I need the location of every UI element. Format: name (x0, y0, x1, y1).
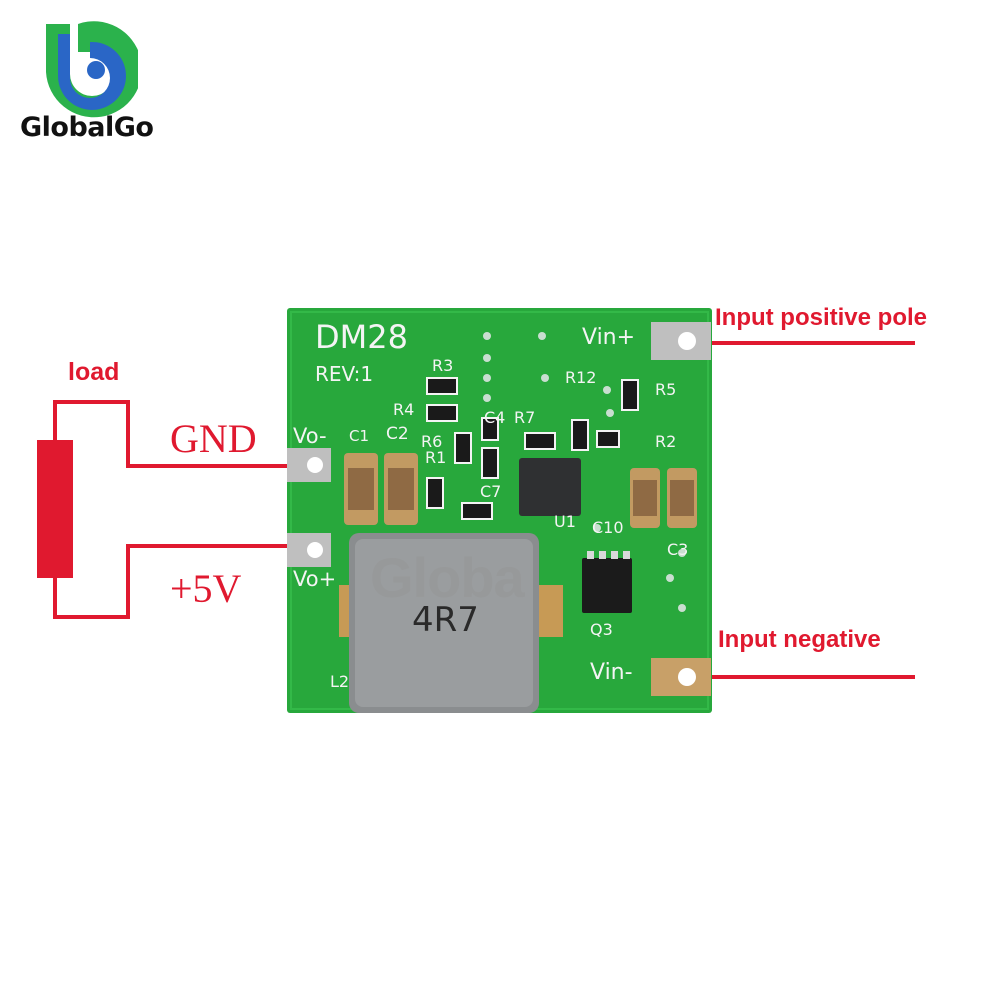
component-label: R5 (655, 380, 677, 399)
component-label: R3 (432, 356, 454, 375)
input-positive-label: Input positive pole (715, 304, 928, 331)
pin-pads (287, 322, 711, 696)
load-label: load (68, 358, 120, 386)
component-label: U1 (554, 512, 576, 531)
pcb-board (287, 308, 712, 713)
component-label: C3 (667, 540, 689, 559)
globalgo-logo-icon (46, 21, 138, 118)
pin-label-vin-pos: Vin+ (582, 325, 636, 350)
input-negative-label: Input negative (718, 626, 881, 653)
board-model: DM28 (315, 318, 408, 356)
inductor-marking: 4R7 (412, 600, 479, 640)
pin-label-vo-neg: Vo- (293, 424, 327, 448)
component-label: C2 (386, 424, 409, 444)
component-label: C4 (484, 408, 506, 427)
board-revision: REV:1 (315, 362, 374, 386)
plus5v-label: +5V (170, 566, 242, 611)
component-label: C10 (592, 518, 624, 537)
pin-label-vo-pos: Vo+ (293, 567, 337, 591)
component-label: R6 (421, 432, 443, 451)
component-label: R2 (655, 432, 677, 451)
pin-label-vin-neg: Vin- (590, 660, 633, 685)
component-label: C1 (349, 427, 370, 445)
brand-name: GlobalGo (20, 112, 154, 143)
component-label: Q3 (590, 620, 613, 639)
component-label: R12 (565, 368, 597, 387)
component-label: R7 (514, 408, 536, 427)
gnd-label: GND (170, 416, 257, 461)
brand-watermark: Globa (370, 546, 525, 609)
component-label: R1 (425, 448, 447, 467)
component-label: R4 (393, 400, 415, 419)
component-label: C7 (480, 482, 502, 501)
load-resistor-icon (37, 440, 73, 578)
component-label: L2 (330, 672, 350, 691)
